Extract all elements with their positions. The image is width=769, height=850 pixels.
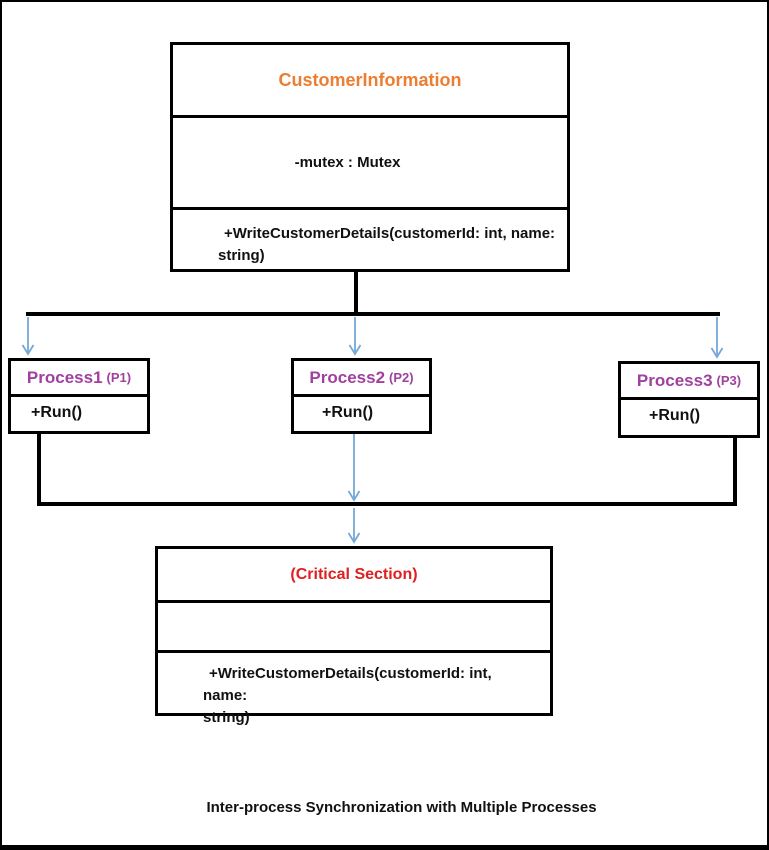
class-attribute-text: -mutex : Mutex — [294, 154, 401, 171]
class-method-line2: string) — [218, 247, 265, 264]
process-to-rail-lines — [37, 434, 737, 506]
arrow-to-process2 — [348, 317, 362, 356]
critical-section-title-text: (Critical Section) — [290, 565, 418, 583]
process1-box: Process1 (P1) +Run() — [8, 358, 150, 434]
critical-section-box: (Critical Section) +WriteCustomerDetails… — [155, 546, 553, 726]
arrow-to-process1 — [21, 317, 35, 356]
arrow-rail-to-critical — [347, 508, 361, 544]
process2-alias: (P2) — [389, 370, 414, 385]
class-method-line1: +WriteCustomerDetails(customerId: int, n… — [224, 225, 556, 242]
rail-to-process-arrows — [21, 317, 724, 359]
process2-to-critical-arrows — [347, 434, 361, 544]
process3-run-method: +Run() — [621, 397, 757, 431]
critical-section-title: (Critical Section) — [158, 549, 550, 600]
process2-title: Process2 (P2) — [294, 361, 429, 394]
customer-information-class-box: CustomerInformation -mutex : Mutex +Writ… — [170, 42, 570, 272]
class-attribute: -mutex : Mutex — [173, 115, 567, 207]
arrow-to-process3 — [710, 317, 724, 359]
process1-name: Process1 — [26, 367, 103, 387]
class-title: CustomerInformation — [173, 45, 567, 115]
diagram-caption: Inter-process Synchronization with Multi… — [206, 799, 597, 816]
process3-title: Process3 (P3) — [621, 364, 757, 397]
critical-section-empty-compartment — [158, 600, 550, 650]
process2-run-method: +Run() — [294, 394, 429, 428]
critical-section-method: +WriteCustomerDetails(customerId: int, n… — [158, 650, 550, 726]
process1-alias: (P1) — [106, 370, 132, 385]
class-title-text: CustomerInformation — [278, 69, 462, 90]
arrow-process2-to-rail — [347, 434, 361, 502]
process2-name: Process2 — [309, 367, 386, 387]
class-method: +WriteCustomerDetails(customerId: int, n… — [173, 207, 567, 269]
critical-method-line2: string) — [203, 709, 250, 726]
process3-name: Process3 — [636, 370, 713, 390]
critical-method-line1: +WriteCustomerDetails(customerId: int, n… — [203, 665, 492, 704]
process2-box: Process2 (P2) +Run() — [291, 358, 432, 434]
process3-box: Process3 (P3) +Run() — [618, 361, 760, 438]
class-to-rail-line — [26, 272, 720, 316]
process3-alias: (P3) — [716, 373, 742, 388]
process1-title: Process1 (P1) — [11, 361, 147, 394]
process1-run-method: +Run() — [11, 394, 147, 428]
